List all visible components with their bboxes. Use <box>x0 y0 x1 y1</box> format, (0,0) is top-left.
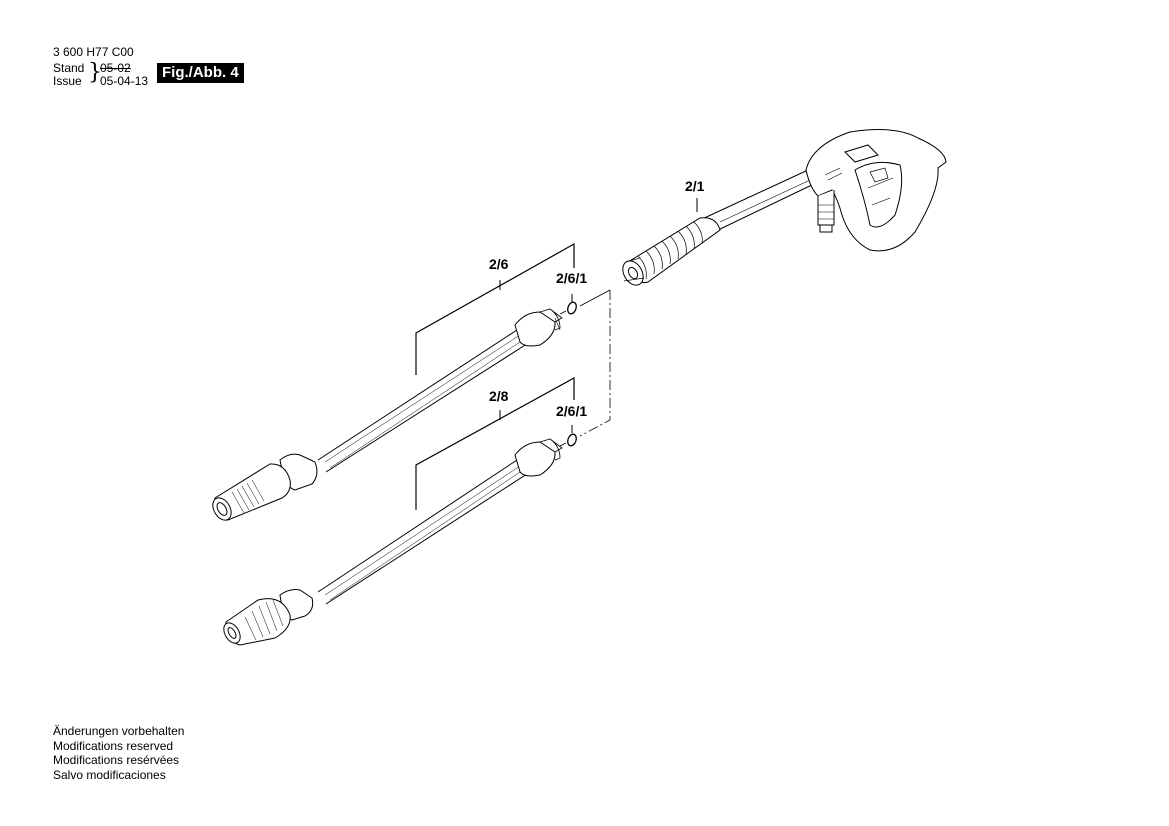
brace-symbol: } <box>88 60 102 85</box>
notice-fr: Modifications resérvées <box>53 753 180 767</box>
part-label-2-6-1-lower: 2/6/1 <box>556 403 588 419</box>
part-label-2-6: 2/6 <box>489 256 509 272</box>
stand-issue-labels: Stand Issue <box>53 62 84 88</box>
notice-es: Salvo modificaciones <box>53 767 166 782</box>
notice-en: Modifications reserved <box>53 738 174 753</box>
dates: 05-02 05-04-13 <box>100 62 148 88</box>
part-label-2-6-1-upper: 2/6/1 <box>556 270 588 286</box>
modification-notice: Änderungen vorbehalten Modifications res… <box>53 724 184 782</box>
part-label-2-1: 2/1 <box>685 178 705 194</box>
lance-2-8 <box>223 438 563 646</box>
notice-de: Änderungen vorbehalten <box>53 724 185 738</box>
figure-label: Fig./Abb. 4 <box>157 63 244 83</box>
lance-2-6 <box>212 308 563 521</box>
issue-label: Issue <box>53 74 82 88</box>
spray-gun-2-1 <box>622 129 947 286</box>
issue-date: 05-04-13 <box>100 74 149 88</box>
o-ring-upper <box>567 301 577 315</box>
stand-label: Stand <box>53 61 85 75</box>
part-label-2-8: 2/8 <box>489 388 509 404</box>
stand-date-old: 05-02 <box>100 61 131 75</box>
o-ring-lower <box>567 433 577 447</box>
document-code: 3 600 H77 C00 <box>53 45 134 59</box>
